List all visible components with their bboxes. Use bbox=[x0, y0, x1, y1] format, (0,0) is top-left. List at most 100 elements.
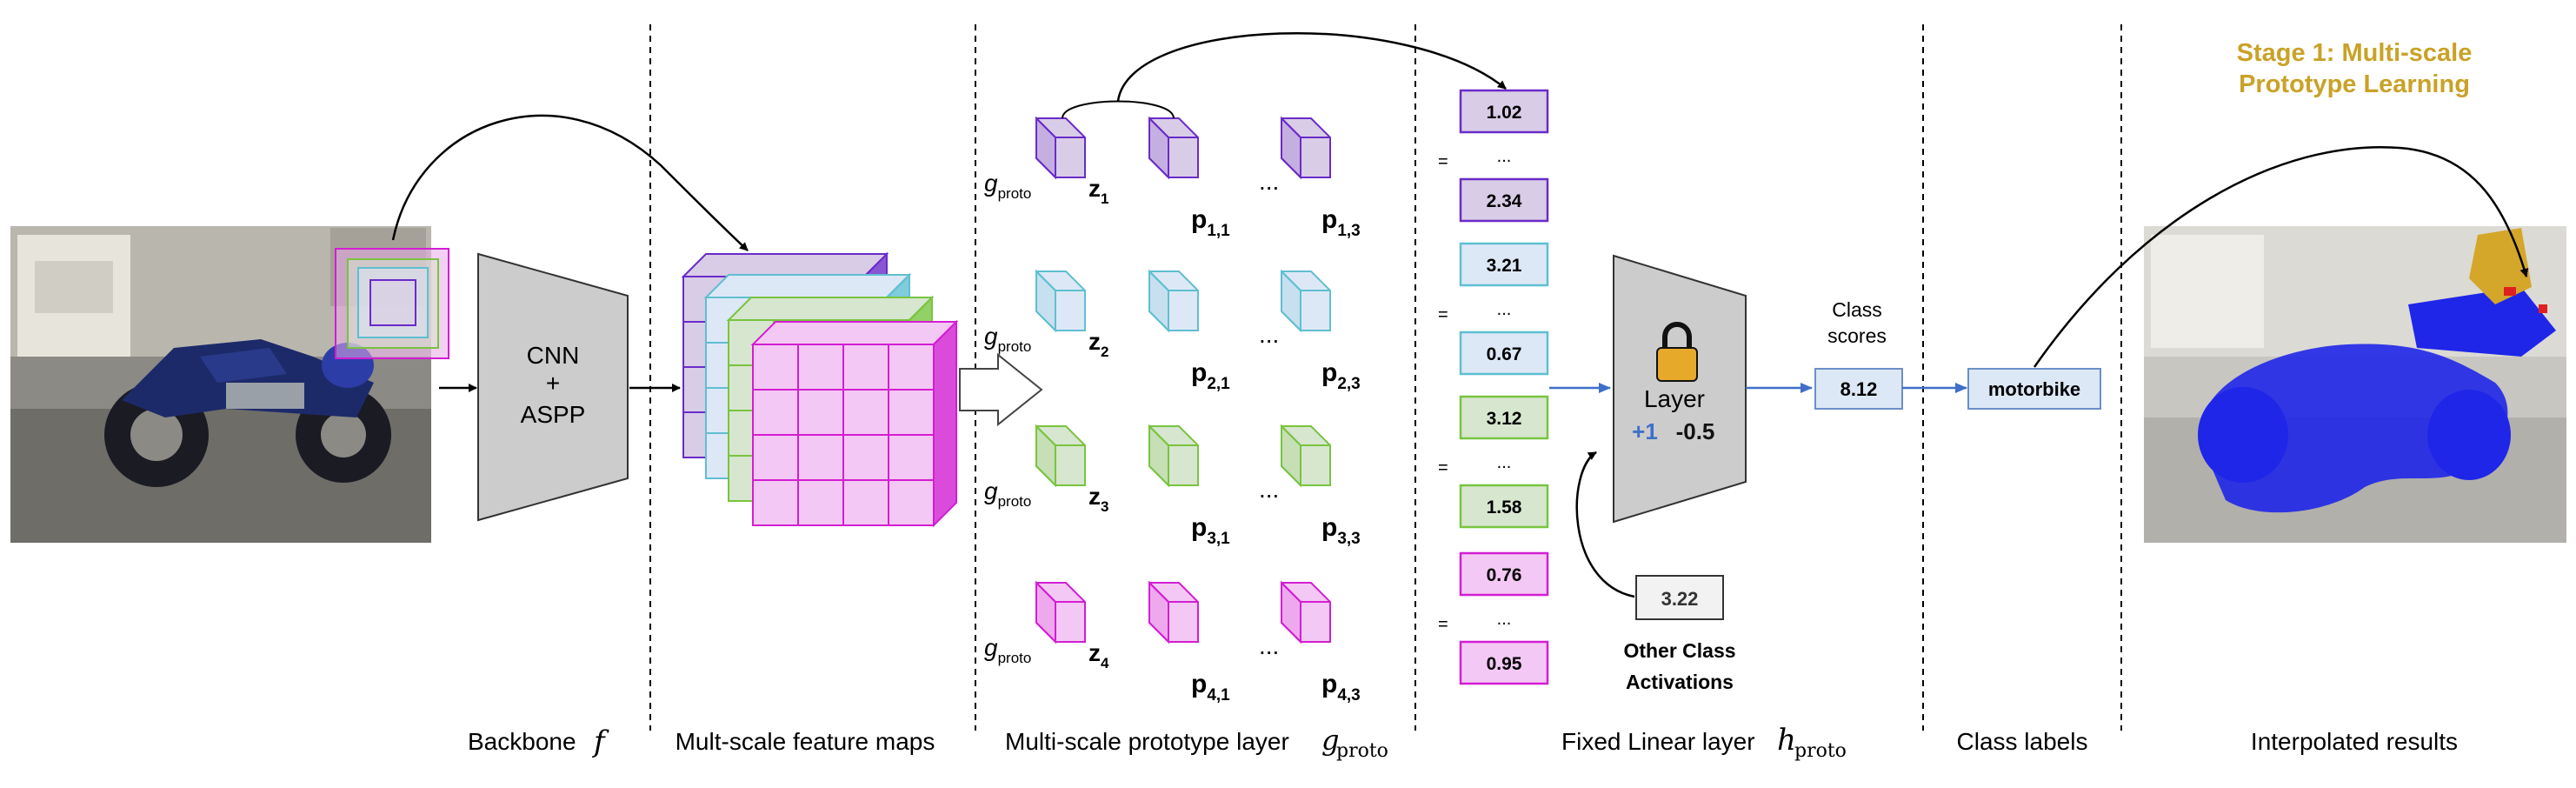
feature-cell bbox=[797, 479, 844, 526]
backbone-line3: ASPP bbox=[521, 401, 586, 428]
hollow-arrow bbox=[959, 352, 1043, 427]
prototype-label-first-1-main: p bbox=[1191, 205, 1207, 234]
other-activation-box bbox=[1635, 575, 1724, 620]
section-dividers bbox=[649, 24, 2122, 731]
g-proto-label-4-main: g bbox=[984, 634, 998, 661]
score-box-bottom-4 bbox=[1459, 640, 1549, 685]
equals-sign-2: = bbox=[1438, 305, 1448, 324]
z-cube-2 bbox=[1035, 269, 1086, 333]
feature-cell bbox=[752, 434, 799, 481]
z-label-1: z1 bbox=[1088, 175, 1108, 207]
bracket-z1-p11 bbox=[1062, 100, 1175, 119]
prototype-ellipsis-1: ... bbox=[1259, 168, 1279, 195]
g-proto-label-2: gproto bbox=[984, 323, 1031, 355]
z-label-3-sub: 3 bbox=[1101, 498, 1108, 515]
fixed-linear-layer: Layer +1 -0.5 bbox=[1613, 254, 1747, 524]
prototype-cube-first-4 bbox=[1148, 580, 1199, 644]
label-backbone-sym: f bbox=[591, 725, 609, 759]
arrow-other-to-layer bbox=[1575, 451, 1635, 598]
equals-sign-1: = bbox=[1438, 152, 1448, 171]
label-linear-sym: h bbox=[1777, 723, 1796, 758]
g-proto-label-2-sub: proto bbox=[998, 338, 1032, 355]
z-label-4: z4 bbox=[1088, 639, 1109, 671]
score-mid-1: ... bbox=[1497, 147, 1512, 166]
feature-cell bbox=[797, 344, 844, 391]
result-image bbox=[2144, 226, 2566, 543]
prototype-label-last-2-sub: 2,3 bbox=[1337, 375, 1360, 393]
feature-cell bbox=[842, 344, 889, 391]
prototype-cube-last-1 bbox=[1281, 116, 1331, 180]
feature-cube-scale-4 bbox=[750, 319, 959, 528]
score-bottom-4: 0.95 bbox=[1487, 654, 1522, 674]
class-label: motorbike bbox=[1967, 368, 2101, 410]
feature-cell bbox=[888, 479, 935, 526]
prototype-label-first-2-main: p bbox=[1191, 358, 1207, 387]
z-cube-3 bbox=[1035, 424, 1086, 488]
arrow-proto-to-scores bbox=[1116, 31, 1507, 102]
layer-positive-weight: +1 bbox=[1632, 418, 1658, 444]
z-label-1-main: z bbox=[1088, 175, 1101, 202]
g-proto-label-1-main: g bbox=[984, 170, 998, 197]
g-proto-label-2-main: g bbox=[984, 323, 998, 350]
prototype-cube-first-3 bbox=[1148, 424, 1199, 488]
other-activation-line2: Activations bbox=[1626, 671, 1734, 693]
g-proto-label-1-sub: proto bbox=[998, 185, 1032, 202]
feature-cell bbox=[752, 389, 799, 436]
z-cube-4 bbox=[1035, 580, 1086, 644]
layer-negative-weight: -0.5 bbox=[1676, 418, 1715, 444]
stage-title-line2: Prototype Learning bbox=[2239, 70, 2470, 98]
prototype-label-first-1-sub: 1,1 bbox=[1207, 222, 1230, 240]
prototype-label-last-1: p1,3 bbox=[1321, 205, 1361, 240]
label-feature-maps: Mult-scale feature maps bbox=[676, 728, 935, 755]
prototype-label-last-4-main: p bbox=[1321, 670, 1337, 698]
equals-sign-4: = bbox=[1438, 615, 1448, 634]
label-linear-sub: proto bbox=[1794, 740, 1847, 762]
feature-cell bbox=[752, 344, 799, 391]
layer-label: Layer bbox=[1644, 385, 1705, 412]
prototype-label-first-3-sub: 3,1 bbox=[1207, 530, 1230, 548]
section-labels: Backbone f Mult-scale feature maps Multi… bbox=[468, 723, 2458, 762]
label-prototype-sub: proto bbox=[1336, 740, 1388, 762]
score-mid-3: ... bbox=[1497, 453, 1512, 472]
prototype-label-last-4-sub: 4,3 bbox=[1337, 686, 1360, 705]
prototype-label-last-1-main: p bbox=[1321, 205, 1337, 234]
g-proto-label-4-sub: proto bbox=[998, 650, 1032, 666]
g-proto-label-3-main: g bbox=[984, 477, 998, 504]
prototype-label-first-4: p4,1 bbox=[1191, 670, 1230, 705]
z-cube-1 bbox=[1035, 116, 1086, 180]
stage-title: Stage 1: Multi-scale Prototype Learning bbox=[2237, 39, 2473, 98]
score-top-4: 0.76 bbox=[1487, 565, 1522, 585]
arrow-label-to-result bbox=[2033, 146, 2529, 368]
score-box-bottom-1 bbox=[1459, 177, 1549, 223]
class-score: Class scores 8.12 bbox=[1814, 298, 1903, 410]
stage-title-line1: Stage 1: Multi-scale bbox=[2237, 39, 2473, 67]
feature-cell bbox=[888, 344, 935, 391]
label-prototype-layer: Multi-scale prototype layer bbox=[1005, 728, 1289, 755]
prototype-label-first-2-sub: 2,1 bbox=[1207, 375, 1230, 393]
prototype-label-first-4-main: p bbox=[1191, 670, 1207, 698]
feature-cell bbox=[752, 479, 799, 526]
feature-cubes bbox=[681, 251, 959, 528]
z-label-4-sub: 4 bbox=[1101, 655, 1109, 671]
score-group-4: 0.76=...0.95 bbox=[1438, 551, 1549, 685]
label-linear-layer: Fixed Linear layer bbox=[1561, 728, 1755, 755]
input-image bbox=[10, 226, 449, 543]
prototype-cube-first-2 bbox=[1148, 269, 1199, 333]
z-label-4-main: z bbox=[1088, 639, 1101, 666]
feature-cell bbox=[842, 389, 889, 436]
score-group-3: 3.12=...1.58 bbox=[1438, 395, 1549, 529]
similarity-scores: 1.02=...2.343.21=...0.673.12=...1.580.76… bbox=[1438, 89, 1549, 685]
feature-cell bbox=[842, 479, 889, 526]
other-class-activation: 3.22 Other Class Activations bbox=[1575, 451, 1736, 693]
prototype-ellipsis-3: ... bbox=[1259, 476, 1279, 503]
prototype-label-last-3-sub: 3,3 bbox=[1337, 530, 1360, 548]
prototype-label-last-3-main: p bbox=[1321, 513, 1337, 542]
score-top-3: 3.12 bbox=[1487, 409, 1522, 429]
score-top-1: 1.02 bbox=[1487, 103, 1522, 123]
prototype-label-last-3: p3,3 bbox=[1321, 513, 1361, 548]
prototype-label-first-4-sub: 4,1 bbox=[1207, 686, 1230, 705]
score-top-2: 3.21 bbox=[1487, 256, 1522, 276]
